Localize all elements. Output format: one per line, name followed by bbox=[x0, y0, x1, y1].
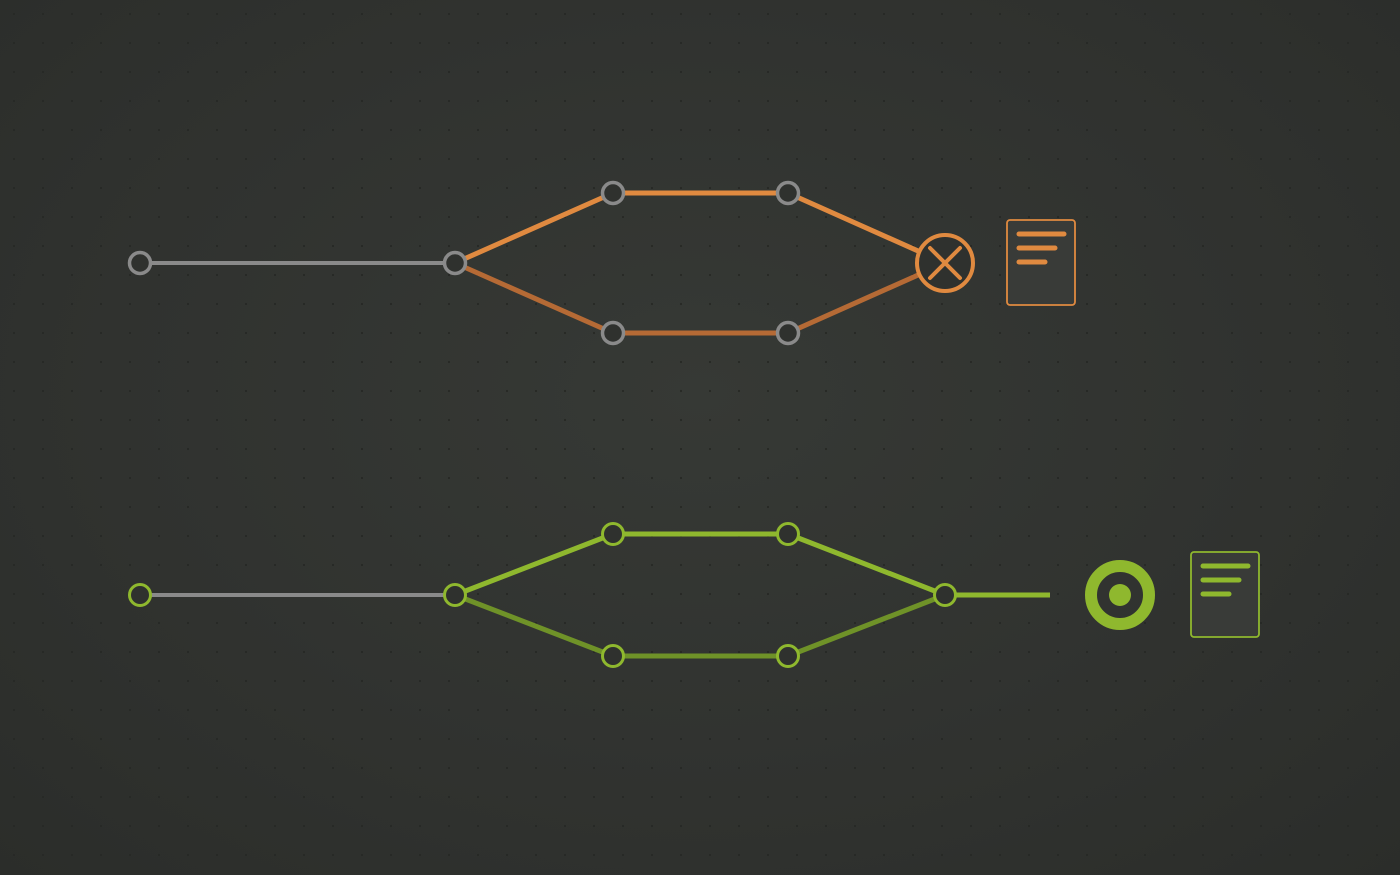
document-log-icon[interactable] bbox=[1190, 551, 1260, 638]
node-split[interactable] bbox=[443, 583, 467, 607]
node-join[interactable] bbox=[933, 583, 957, 607]
node-bottom-a[interactable] bbox=[600, 320, 626, 346]
radio-target-icon[interactable] bbox=[1085, 560, 1155, 630]
node-top-b[interactable] bbox=[775, 180, 801, 206]
node-top-b[interactable] bbox=[776, 522, 800, 546]
pipeline-failed bbox=[127, 180, 1076, 346]
edge-top-b-to-join bbox=[785, 531, 948, 598]
edge-split-to-top-a bbox=[452, 531, 616, 598]
edge-bottom-b-to-join bbox=[785, 592, 948, 659]
edge-split-to-bottom-a bbox=[452, 260, 616, 336]
edge-split-to-bottom-a bbox=[452, 592, 616, 659]
node-bottom-b[interactable] bbox=[776, 644, 800, 668]
node-start[interactable] bbox=[127, 250, 153, 276]
pipeline-succeeded bbox=[128, 522, 1260, 668]
node-start[interactable] bbox=[128, 583, 152, 607]
close-circle-icon[interactable] bbox=[915, 233, 975, 293]
node-split[interactable] bbox=[442, 250, 468, 276]
node-top-a[interactable] bbox=[601, 522, 625, 546]
document-log-icon[interactable] bbox=[1006, 219, 1076, 306]
node-top-a[interactable] bbox=[600, 180, 626, 206]
node-bottom-b[interactable] bbox=[775, 320, 801, 346]
node-bottom-a[interactable] bbox=[601, 644, 625, 668]
edge-split-to-top-a bbox=[452, 190, 616, 266]
